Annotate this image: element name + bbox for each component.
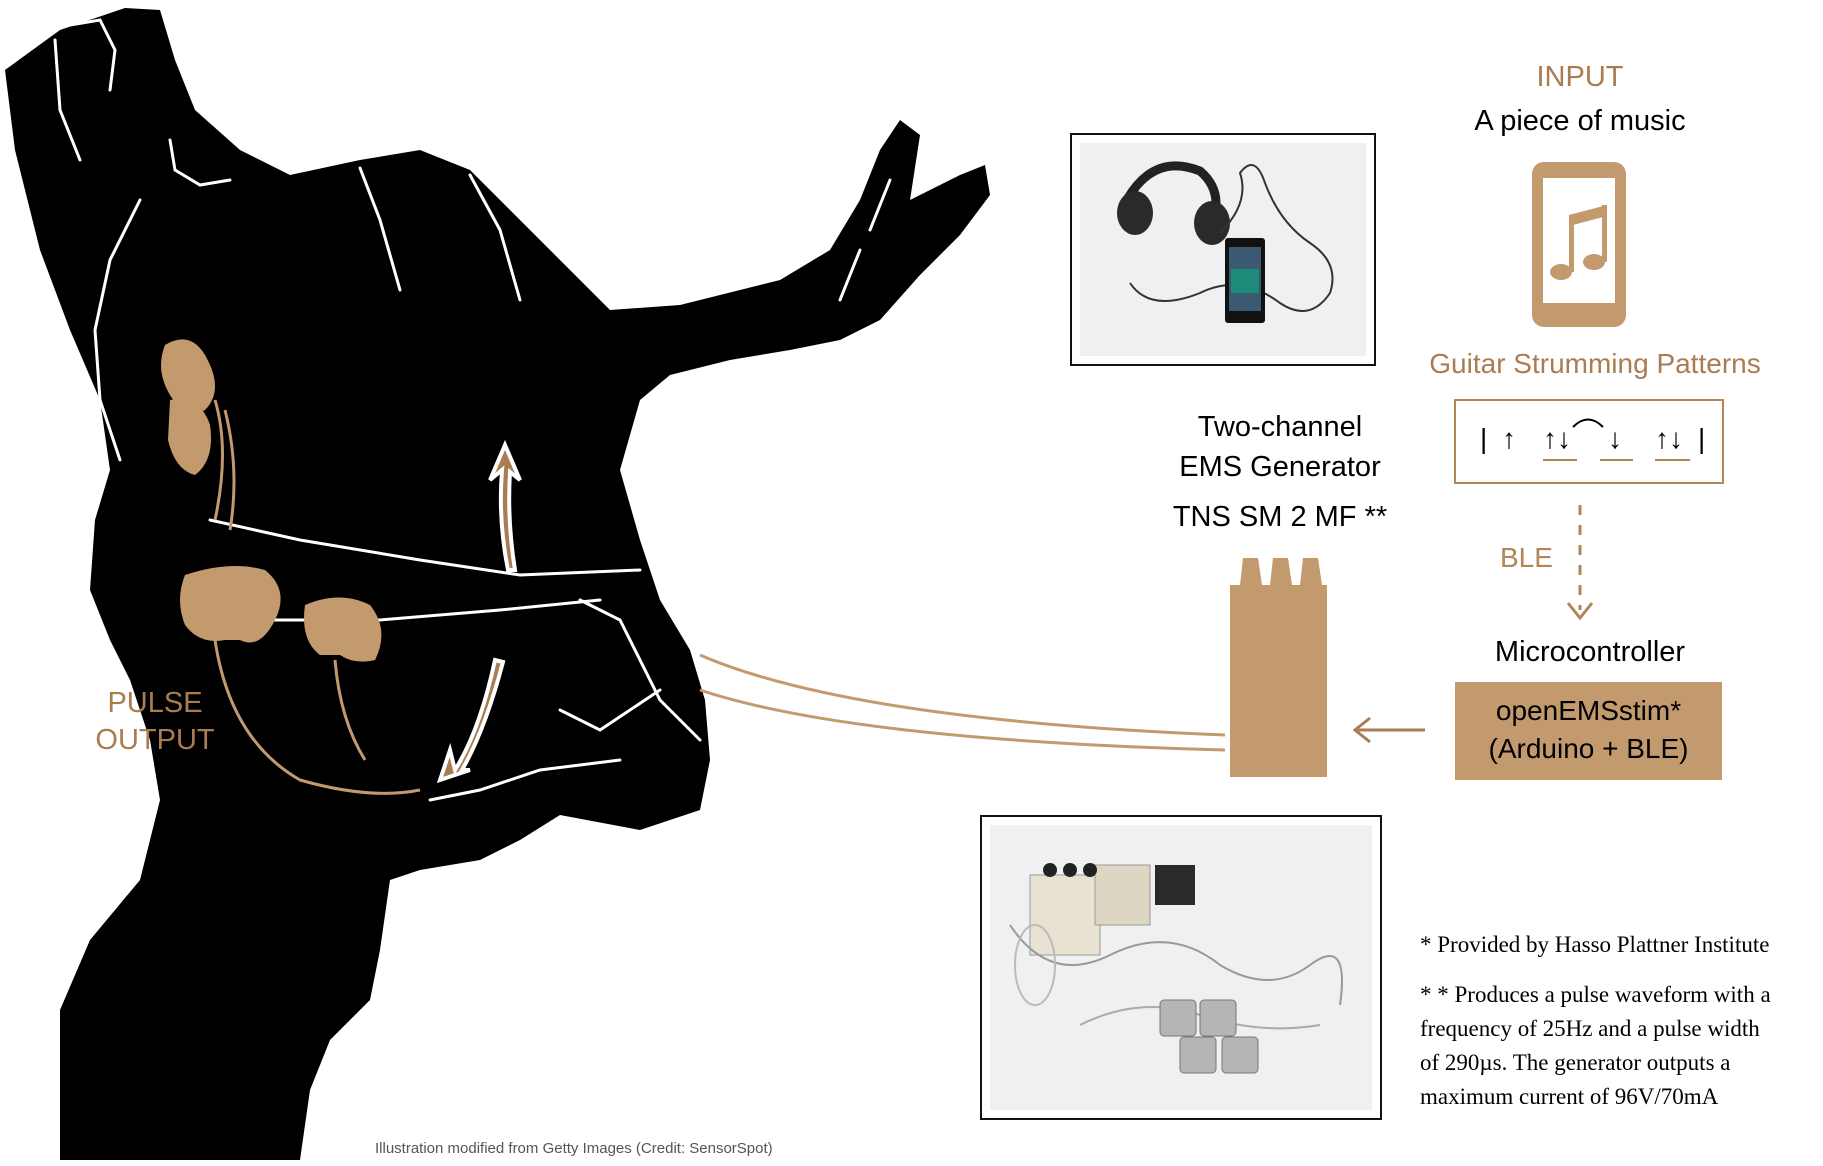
pattern-symbol: |: [1698, 423, 1705, 455]
generator-line3: TNS SM 2 MF **: [1140, 498, 1420, 536]
music-phone-icon: [1532, 162, 1626, 327]
pattern-symbol: ↑: [1502, 423, 1516, 455]
pulse-output-line2: OUTPUT: [75, 722, 235, 759]
microcontroller-title: Microcontroller: [1445, 633, 1735, 671]
ems-device-photo: [980, 815, 1382, 1120]
footnote-2-line1: * * Produces a pulse waveform with a: [1420, 978, 1771, 1012]
pattern-symbol: ↓: [1608, 423, 1622, 455]
tie-arc: [1573, 420, 1603, 428]
input-subtitle: A piece of music: [1430, 102, 1730, 140]
generator-line2: EMS Generator: [1140, 448, 1420, 486]
pattern-symbol: ↑↓: [1655, 423, 1683, 455]
input-heading: INPUT: [1480, 58, 1680, 96]
pattern-symbol: ↑↓: [1543, 423, 1571, 455]
headphones-phone-image: [1080, 143, 1366, 356]
illustration-credit: Illustration modified from Getty Images …: [375, 1140, 773, 1157]
footnote-2-line3: of 290µs. The generator outputs a: [1420, 1046, 1730, 1080]
ems-generator-box: [1230, 558, 1327, 777]
pulse-output-line1: PULSE: [75, 685, 235, 722]
guitarist-silhouette: [5, 8, 990, 1160]
generator-line1: Two-channel: [1140, 408, 1420, 446]
patterns-title: Guitar Strumming Patterns: [1405, 345, 1785, 383]
ems-device-image: [990, 825, 1372, 1110]
ble-label: BLE: [1500, 542, 1553, 574]
electrode-pad: [180, 566, 281, 643]
pattern-symbol: |: [1480, 423, 1487, 455]
microcontroller-line2: (Arduino + BLE): [1455, 730, 1722, 768]
footnote-2-line4: maximum current of 96V/70mA: [1420, 1080, 1718, 1114]
microcontroller-line1: openEMSstim*: [1455, 692, 1722, 730]
footnote-2-line2: frequency of 25Hz and a pulse width: [1420, 1012, 1760, 1046]
footnote-1: * Provided by Hasso Plattner Institute: [1420, 928, 1769, 962]
headphones-phone-photo: [1070, 133, 1376, 366]
